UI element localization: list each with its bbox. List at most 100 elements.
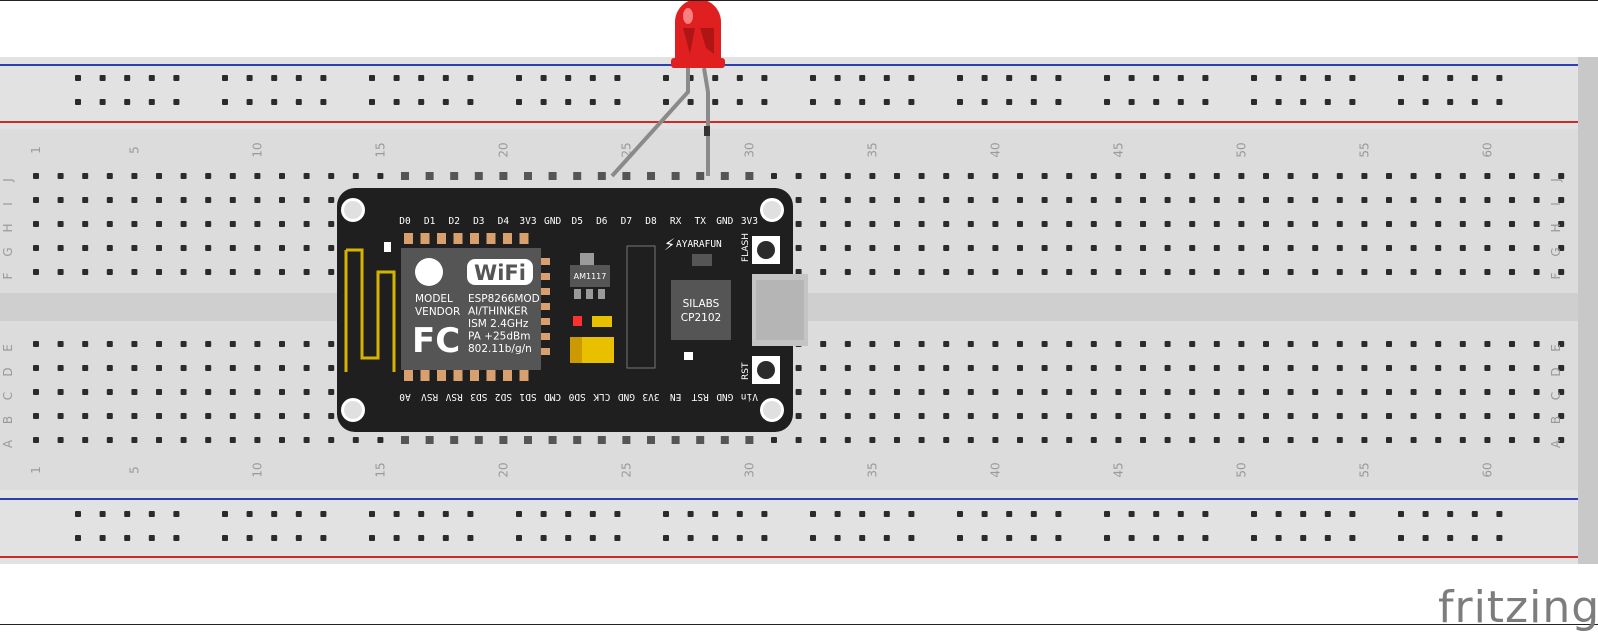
terminal-hole: [131, 197, 138, 203]
capacitor: [592, 316, 612, 327]
terminal-hole: [229, 269, 236, 275]
rst-button-label: RST: [741, 362, 751, 380]
terminal-hole: [254, 389, 261, 395]
terminal-hole: [205, 173, 212, 179]
terminal-hole: [1386, 365, 1392, 371]
terminal-hole: [771, 437, 777, 443]
terminal-hole: [1558, 269, 1565, 275]
rail-hole: [1300, 511, 1307, 517]
rail-hole: [246, 75, 253, 81]
terminal-hole: [1238, 173, 1245, 179]
terminal-hole: [131, 413, 138, 419]
header-pin: [548, 172, 557, 180]
rail-hole: [246, 535, 253, 541]
terminal-hole: [943, 365, 950, 371]
terminal-hole: [869, 221, 876, 227]
row-letter: D: [1549, 367, 1563, 376]
rail-hole: [1128, 535, 1135, 541]
terminal-hole: [1484, 173, 1491, 179]
bottom-pin-label: RST: [691, 391, 708, 402]
rail-hole: [540, 99, 547, 105]
terminal-hole: [1459, 269, 1466, 275]
terminal-hole: [771, 173, 777, 179]
terminal-hole: [180, 221, 187, 227]
rail-hole: [663, 511, 669, 517]
column-number: 5: [127, 466, 141, 474]
rail-hole: [75, 99, 81, 105]
header-pin: [696, 172, 705, 180]
smd-led: [684, 352, 693, 360]
terminal-hole: [180, 173, 187, 179]
terminal-hole: [820, 413, 827, 419]
terminal-hole: [1336, 221, 1343, 227]
header-pin: [474, 172, 483, 180]
terminal-hole: [844, 365, 851, 371]
terminal-hole: [229, 413, 236, 419]
rail-hole: [1324, 511, 1331, 517]
column-number: 30: [742, 142, 756, 157]
rail-hole: [589, 535, 596, 541]
terminal-hole: [156, 389, 162, 395]
rail-hole: [1398, 535, 1404, 541]
terminal-hole: [1484, 221, 1491, 227]
terminal-hole: [1287, 341, 1294, 347]
terminal-hole: [82, 437, 89, 443]
terminal-hole: [1213, 173, 1220, 179]
rail-hole: [1251, 511, 1257, 517]
header-pin: [647, 436, 655, 444]
terminal-hole: [1041, 365, 1048, 371]
terminal-hole: [1213, 221, 1220, 227]
terminal-hole: [869, 365, 876, 371]
terminal-hole: [180, 341, 187, 347]
terminal-hole: [131, 389, 138, 395]
rail-hole: [418, 99, 425, 105]
column-number: 10: [250, 462, 264, 477]
terminal-hole: [1509, 389, 1515, 395]
header-pin: [696, 436, 705, 444]
terminal-hole: [1533, 341, 1540, 347]
terminal-hole: [131, 245, 138, 251]
rail-hole: [614, 535, 621, 541]
terminal-hole: [1484, 341, 1491, 347]
module-pad: [404, 233, 413, 244]
column-number: 45: [1111, 462, 1125, 477]
terminal-hole: [205, 221, 212, 227]
bottom-pin-label: CLK: [593, 391, 610, 402]
terminal-hole: [844, 437, 851, 443]
rail-hole: [393, 511, 400, 517]
terminal-hole: [844, 269, 851, 275]
terminal-hole: [1287, 245, 1294, 251]
terminal-hole: [303, 365, 310, 371]
module-side-pad: [541, 273, 550, 280]
column-number: 1: [29, 466, 43, 474]
column-number: 40: [988, 142, 1002, 157]
rail-hole: [295, 99, 302, 105]
terminal-hole: [1140, 389, 1146, 395]
row-letter: J: [1549, 178, 1563, 183]
rail-hole: [1447, 511, 1454, 517]
rail-hole: [1128, 75, 1135, 81]
column-number: 50: [1234, 142, 1248, 157]
terminal-hole: [869, 341, 876, 347]
terminal-hole: [1361, 269, 1368, 275]
top-pin-label: D1: [424, 216, 436, 227]
module-pad: [437, 233, 446, 244]
terminal-hole: [1189, 173, 1196, 179]
terminal-hole: [1189, 269, 1196, 275]
led-leg-long: [702, 67, 710, 176]
terminal-hole: [1459, 245, 1466, 251]
bottom-pin-label: GND: [618, 391, 635, 402]
rail-hole: [246, 511, 253, 517]
terminal-hole: [303, 221, 310, 227]
terminal-hole: [1509, 197, 1515, 203]
terminal-hole: [943, 341, 950, 347]
terminal-hole: [205, 269, 212, 275]
terminal-hole: [869, 413, 876, 419]
rail-hole: [1398, 99, 1404, 105]
terminal-hole: [1435, 221, 1442, 227]
terminal-hole: [1410, 389, 1417, 395]
row-letter: B: [1549, 416, 1563, 424]
terminal-hole: [1066, 341, 1073, 347]
terminal-hole: [918, 173, 925, 179]
regulator-label: AM1117: [574, 272, 607, 281]
